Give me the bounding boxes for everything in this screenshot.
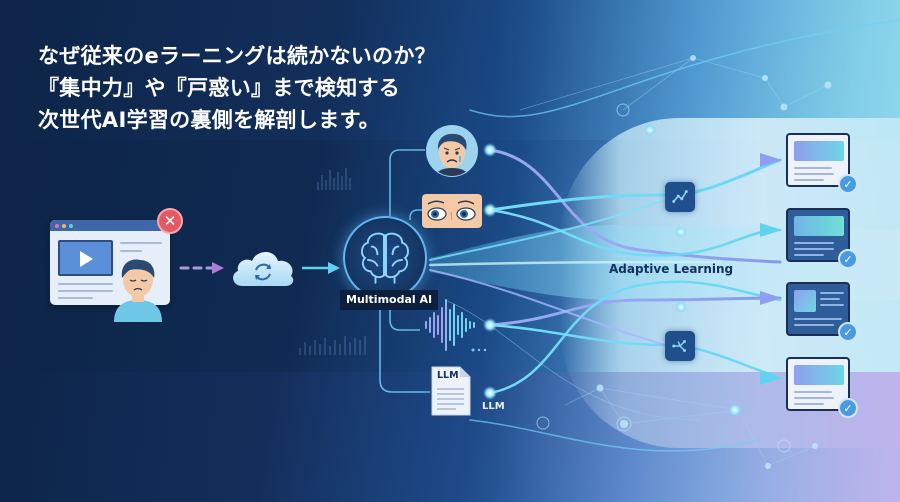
card-line — [794, 403, 824, 405]
card-line — [820, 298, 840, 300]
text-line — [58, 283, 113, 285]
card-line — [820, 292, 844, 294]
card-line — [794, 248, 834, 250]
text-line — [120, 250, 142, 252]
eyes-icon — [422, 194, 482, 228]
text-line — [58, 297, 93, 299]
sound-wave-icon — [425, 299, 475, 351]
window-titlebar — [50, 220, 170, 231]
multimodal-ai-label: Multimodal AI — [340, 290, 439, 310]
card-banner — [794, 141, 844, 161]
headline-line-2: 『集中力』や『戸惑い』まで検知する — [38, 76, 401, 100]
card-line — [794, 173, 834, 175]
background-top-glow — [0, 0, 900, 140]
branch-graphic — [672, 340, 686, 352]
llm-label: LLM — [482, 401, 505, 412]
cloud-sync-icon — [233, 251, 294, 286]
branching-path-icon — [665, 331, 695, 361]
window-dot-icon — [69, 223, 73, 228]
play-icon — [80, 251, 93, 267]
card-line — [820, 304, 844, 306]
close-icon: ✕ — [157, 208, 183, 234]
document-icon — [431, 366, 471, 416]
headline-line-1: なぜ従来のeラーニングは続かないのか？ — [38, 44, 436, 68]
document-llm-label: LLM — [437, 370, 459, 381]
card-line — [794, 242, 834, 244]
adaptive-learning-label: Adaptive Learning — [609, 262, 734, 276]
card-line — [794, 254, 824, 256]
trend-line-graphic — [672, 190, 688, 203]
trend-chart-icon — [665, 182, 695, 212]
content-card — [786, 208, 850, 262]
card-line — [794, 179, 824, 181]
headline-line-3: 次世代AI学習の裏側を解剖します。 — [38, 108, 381, 132]
card-line — [794, 167, 832, 169]
text-line — [58, 290, 113, 292]
content-card — [786, 282, 850, 336]
card-thumbnail — [794, 290, 816, 312]
card-banner — [794, 216, 844, 236]
check-icon: ✓ — [838, 249, 858, 269]
card-banner — [794, 365, 844, 385]
multimodal-ai-hub — [343, 216, 427, 300]
text-line — [120, 242, 162, 244]
video-player-window-icon — [50, 220, 170, 305]
brain-icon — [361, 232, 409, 284]
card-line — [794, 318, 842, 320]
card-line — [794, 397, 834, 399]
eye-tracking-graphic — [427, 200, 476, 221]
bored-user-icon — [114, 259, 162, 322]
headline: なぜ従来のeラーニングは続かないのか？ 『集中力』や『戸惑い』まで検知する 次世… — [38, 40, 436, 136]
window-dot-icon — [62, 223, 66, 228]
card-line — [794, 391, 832, 393]
card-line — [794, 324, 834, 326]
video-thumbnail — [58, 240, 113, 276]
check-icon: ✓ — [838, 174, 858, 194]
window-dot-icon — [55, 223, 59, 228]
check-icon: ✓ — [838, 398, 858, 418]
check-icon: ✓ — [838, 322, 858, 342]
confused-face-icon — [426, 125, 478, 177]
